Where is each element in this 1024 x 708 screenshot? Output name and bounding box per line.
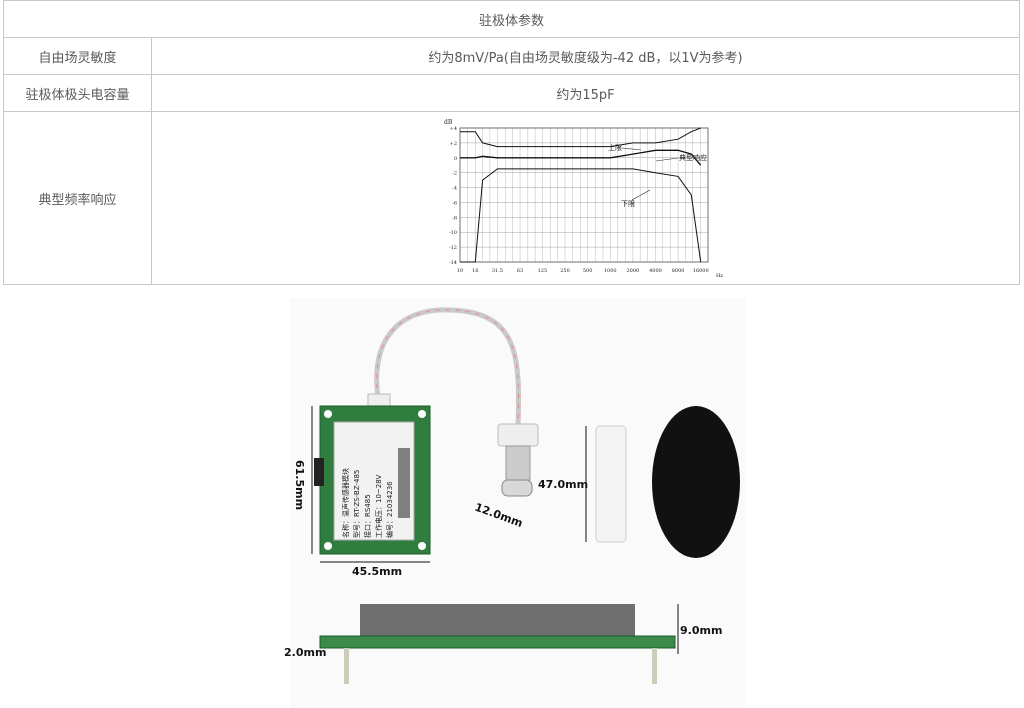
side-pcb [319,635,676,649]
x-tick-label: 16000 [692,268,708,274]
frequency-response-cell: +4 +2 0 -2 -4 -6 -8 -10 -12 -14 10 16 31.5 63 125 250 5… [151,111,1020,285]
mount-hole [324,410,332,418]
series-line-0 [459,127,701,148]
row-value: 约为15pF [151,74,1020,112]
series-line-1 [459,149,701,166]
dim-thickness: 9.0mm [680,624,722,637]
pin [652,648,657,684]
row-value: 约为8mV/Pa(自由场灵敏度级为-42 dB，以1V为参考) [151,37,1020,75]
x-tick-label: 250 [560,268,570,274]
row-label: 驻极体极头电容量 [3,74,152,112]
side-components [360,604,635,640]
x-tick-label: 500 [582,268,592,274]
x-tick-label: 125 [537,268,547,274]
x-tick-label: 4000 [649,268,662,274]
series-line-2 [459,168,701,263]
annotation-arrow [655,157,678,162]
y-tick-label: -8 [452,215,457,221]
mic-cap [497,423,539,447]
y-tick-label: -14 [448,260,456,266]
y-unit-label: dB [444,119,453,126]
dim-height: 61.5mm [293,460,306,510]
dim-tube-length: 47.0mm [538,478,588,491]
y-tick-label: -6 [452,200,457,206]
x-tick-label: 2000 [626,268,639,274]
table-row: 自由场灵敏度 约为8mV/Pa(自由场灵敏度级为-42 dB，以1V为参考) [3,37,1020,75]
pin [344,648,349,684]
spec-table: 驻极体参数 自由场灵敏度 约为8mV/Pa(自由场灵敏度级为-42 dB，以1V… [3,0,1020,285]
mount-hole [418,410,426,418]
barcode [398,448,410,518]
mount-hole [418,542,426,550]
table-row: 典型频率响应 +4 +2 0 -2 -4 -6 -8 -10 -12 -14 10 16 31.5 63… [3,111,1020,285]
label-line: 编号：21034236 [385,481,394,538]
annotation-typical: 典型响应 [679,153,707,162]
table-row: 驻极体极头电容量 约为15pF [3,74,1020,112]
windscreen-tube [595,425,627,543]
annotation-upper: 上限 [608,143,622,152]
annotation-arrow [621,147,641,151]
mount-hole [324,542,332,550]
x-tick-label: 10 [456,268,462,274]
label-line: 接口：RS485 [363,494,372,538]
x-tick-label: 1000 [603,268,616,274]
x-unit-label: Hz [716,273,723,279]
annotation-arrow [631,189,650,201]
row-label: 典型频率响应 [3,111,152,285]
table-header: 驻极体参数 [3,0,1020,38]
annotation-lower: 下限 [621,199,635,208]
terminal-block [314,458,324,486]
label-line: 工作电压：10~28V [374,474,383,538]
label-line: 型号：RT-ZS-BZ-485 [352,470,361,538]
table-header-row: 驻极体参数 [3,0,1020,38]
dim-width: 45.5mm [352,565,402,578]
x-tick-label: 31.5 [491,268,502,274]
x-tick-label: 16 [472,268,478,274]
x-tick-label: 63 [516,268,522,274]
mic-body [505,445,531,481]
y-tick-label: -12 [448,245,456,251]
y-tick-label: -2 [452,171,457,177]
x-tick-label: 8000 [671,268,684,274]
y-tick-label: -4 [452,186,457,192]
frequency-response-chart: +4 +2 0 -2 -4 -6 -8 -10 -12 -14 10 16 31.5 63 125 250 5… [444,119,723,279]
dim-mic-diameter: 12.0mm [473,501,525,530]
foam-windscreen [652,406,740,558]
plot-frame [459,127,708,263]
row-label: 自由场灵敏度 [3,37,152,75]
label-line: 名称：温声传感器模块 [341,468,350,538]
mic-head [501,479,533,497]
y-tick-label: +4 [449,126,456,132]
cable [374,307,522,429]
y-tick-label: 0 [453,156,456,162]
y-tick-label: -10 [448,230,456,236]
product-photo: 名称：温声传感器模块 型号：RT-ZS-BZ-485 接口：RS485 工作电压… [284,298,745,708]
y-tick-label: +2 [449,141,456,147]
dim-pcb: 2.0mm [284,646,326,659]
